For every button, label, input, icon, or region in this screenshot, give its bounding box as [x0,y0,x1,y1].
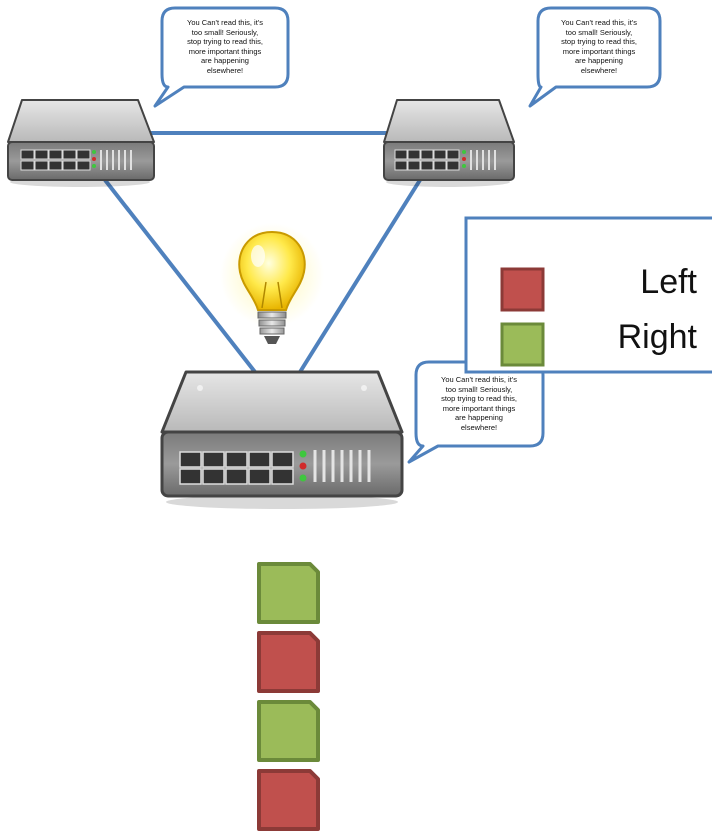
network-switch-icon [7,99,155,187]
legend [464,216,712,374]
link-right [298,178,422,374]
packet-queue [257,562,320,831]
network-switch-icon [160,370,404,509]
legend-label-right: Right [617,318,697,356]
legend-swatch-left [500,267,545,312]
network-links [103,131,422,374]
packet-right [257,700,320,762]
speech-bubble-text: You Can't read this, it's too small! Ser… [187,18,263,75]
packet-left [257,631,320,693]
speech-bubble-text: You Can't read this, it's too small! Ser… [561,18,637,75]
packet-right [257,562,320,624]
legend-label-left: Left [640,263,697,301]
speech-bubble-text: You Can't read this, it's too small! Ser… [441,375,517,432]
packet-left [257,769,320,831]
link-left [103,178,257,374]
lightbulb-icon [220,223,324,344]
legend-swatch-right [500,322,545,367]
speech-bubble [153,6,290,108]
network-switch-icon [383,99,515,187]
speech-bubble [528,6,662,108]
